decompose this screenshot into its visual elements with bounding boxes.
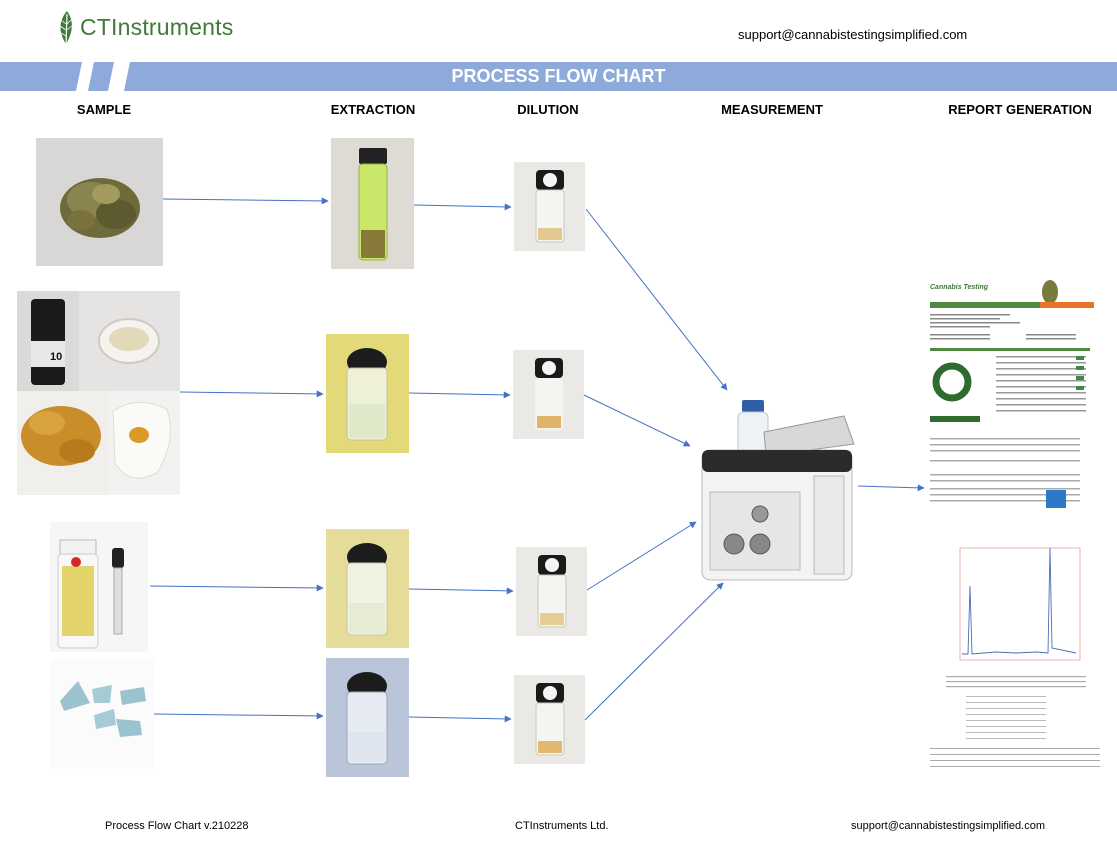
footer-company: CTInstruments Ltd. <box>515 820 609 832</box>
hplc-instrument-image <box>694 396 860 588</box>
cannabis-flower-sample-image <box>36 138 163 266</box>
arrow-dilution-1-to-measurement <box>585 208 728 391</box>
dilution-vial-1-image <box>514 162 585 251</box>
arrow-flower-to-extraction <box>162 197 329 205</box>
support-email-link[interactable]: support@cannabistestingsimplified.com <box>738 27 968 42</box>
arrow-extraction-to-dilution-1 <box>413 203 512 211</box>
dilution-vial-2-image <box>513 350 584 439</box>
footer-version: Process Flow Chart v.210228 <box>105 820 249 832</box>
arrow-edible-to-extraction <box>153 712 324 720</box>
brand-name: CTInstruments <box>80 14 234 40</box>
arrow-tincture-to-extraction <box>149 584 324 592</box>
arrow-measurement-to-report <box>857 484 925 492</box>
svg-text:10: 10 <box>50 351 62 363</box>
arrow-dilution-2-to-measurement <box>583 394 691 447</box>
dilution-vial-4-image <box>514 675 585 764</box>
extraction-vial-concentrate-image <box>326 334 409 453</box>
arrow-extraction-to-dilution-2 <box>408 391 511 399</box>
title-banner <box>0 62 1117 91</box>
leaf-icon <box>59 11 73 47</box>
column-heading-measurement: MEASUREMENT <box>721 102 823 117</box>
brand-logo: CTInstruments <box>56 10 246 50</box>
extraction-vial-edible-image <box>326 658 409 777</box>
arrow-concentrate-to-extraction <box>179 390 324 398</box>
arrow-extraction-to-dilution-4 <box>408 715 512 723</box>
arrow-dilution-3-to-measurement <box>586 521 697 591</box>
page-title: PROCESS FLOW CHART <box>451 66 666 86</box>
concentrate-samples-image: 10 <box>17 291 180 495</box>
chromatogram-report-image <box>926 536 1106 770</box>
column-heading-report-generation: REPORT GENERATION <box>948 102 1092 117</box>
column-heading-extraction: EXTRACTION <box>330 102 416 117</box>
extraction-vial-tincture-image <box>326 529 409 648</box>
arrow-dilution-4-to-measurement <box>584 582 724 721</box>
footer-support-email[interactable]: support@cannabistestingsimplified.com <box>851 820 1045 832</box>
edible-sample-image <box>50 659 154 769</box>
arrow-extraction-to-dilution-3 <box>408 587 514 595</box>
dilution-vial-3-image <box>516 547 587 636</box>
column-heading-dilution: DILUTION <box>517 102 579 117</box>
svg-text:Cannabis Testing: Cannabis Testing <box>930 284 989 291</box>
test-report-document-image: Cannabis Testing <box>926 278 1094 514</box>
extraction-vial-flower-image <box>331 138 414 269</box>
tincture-sample-image <box>50 522 148 652</box>
column-heading-sample: SAMPLE <box>76 102 132 117</box>
